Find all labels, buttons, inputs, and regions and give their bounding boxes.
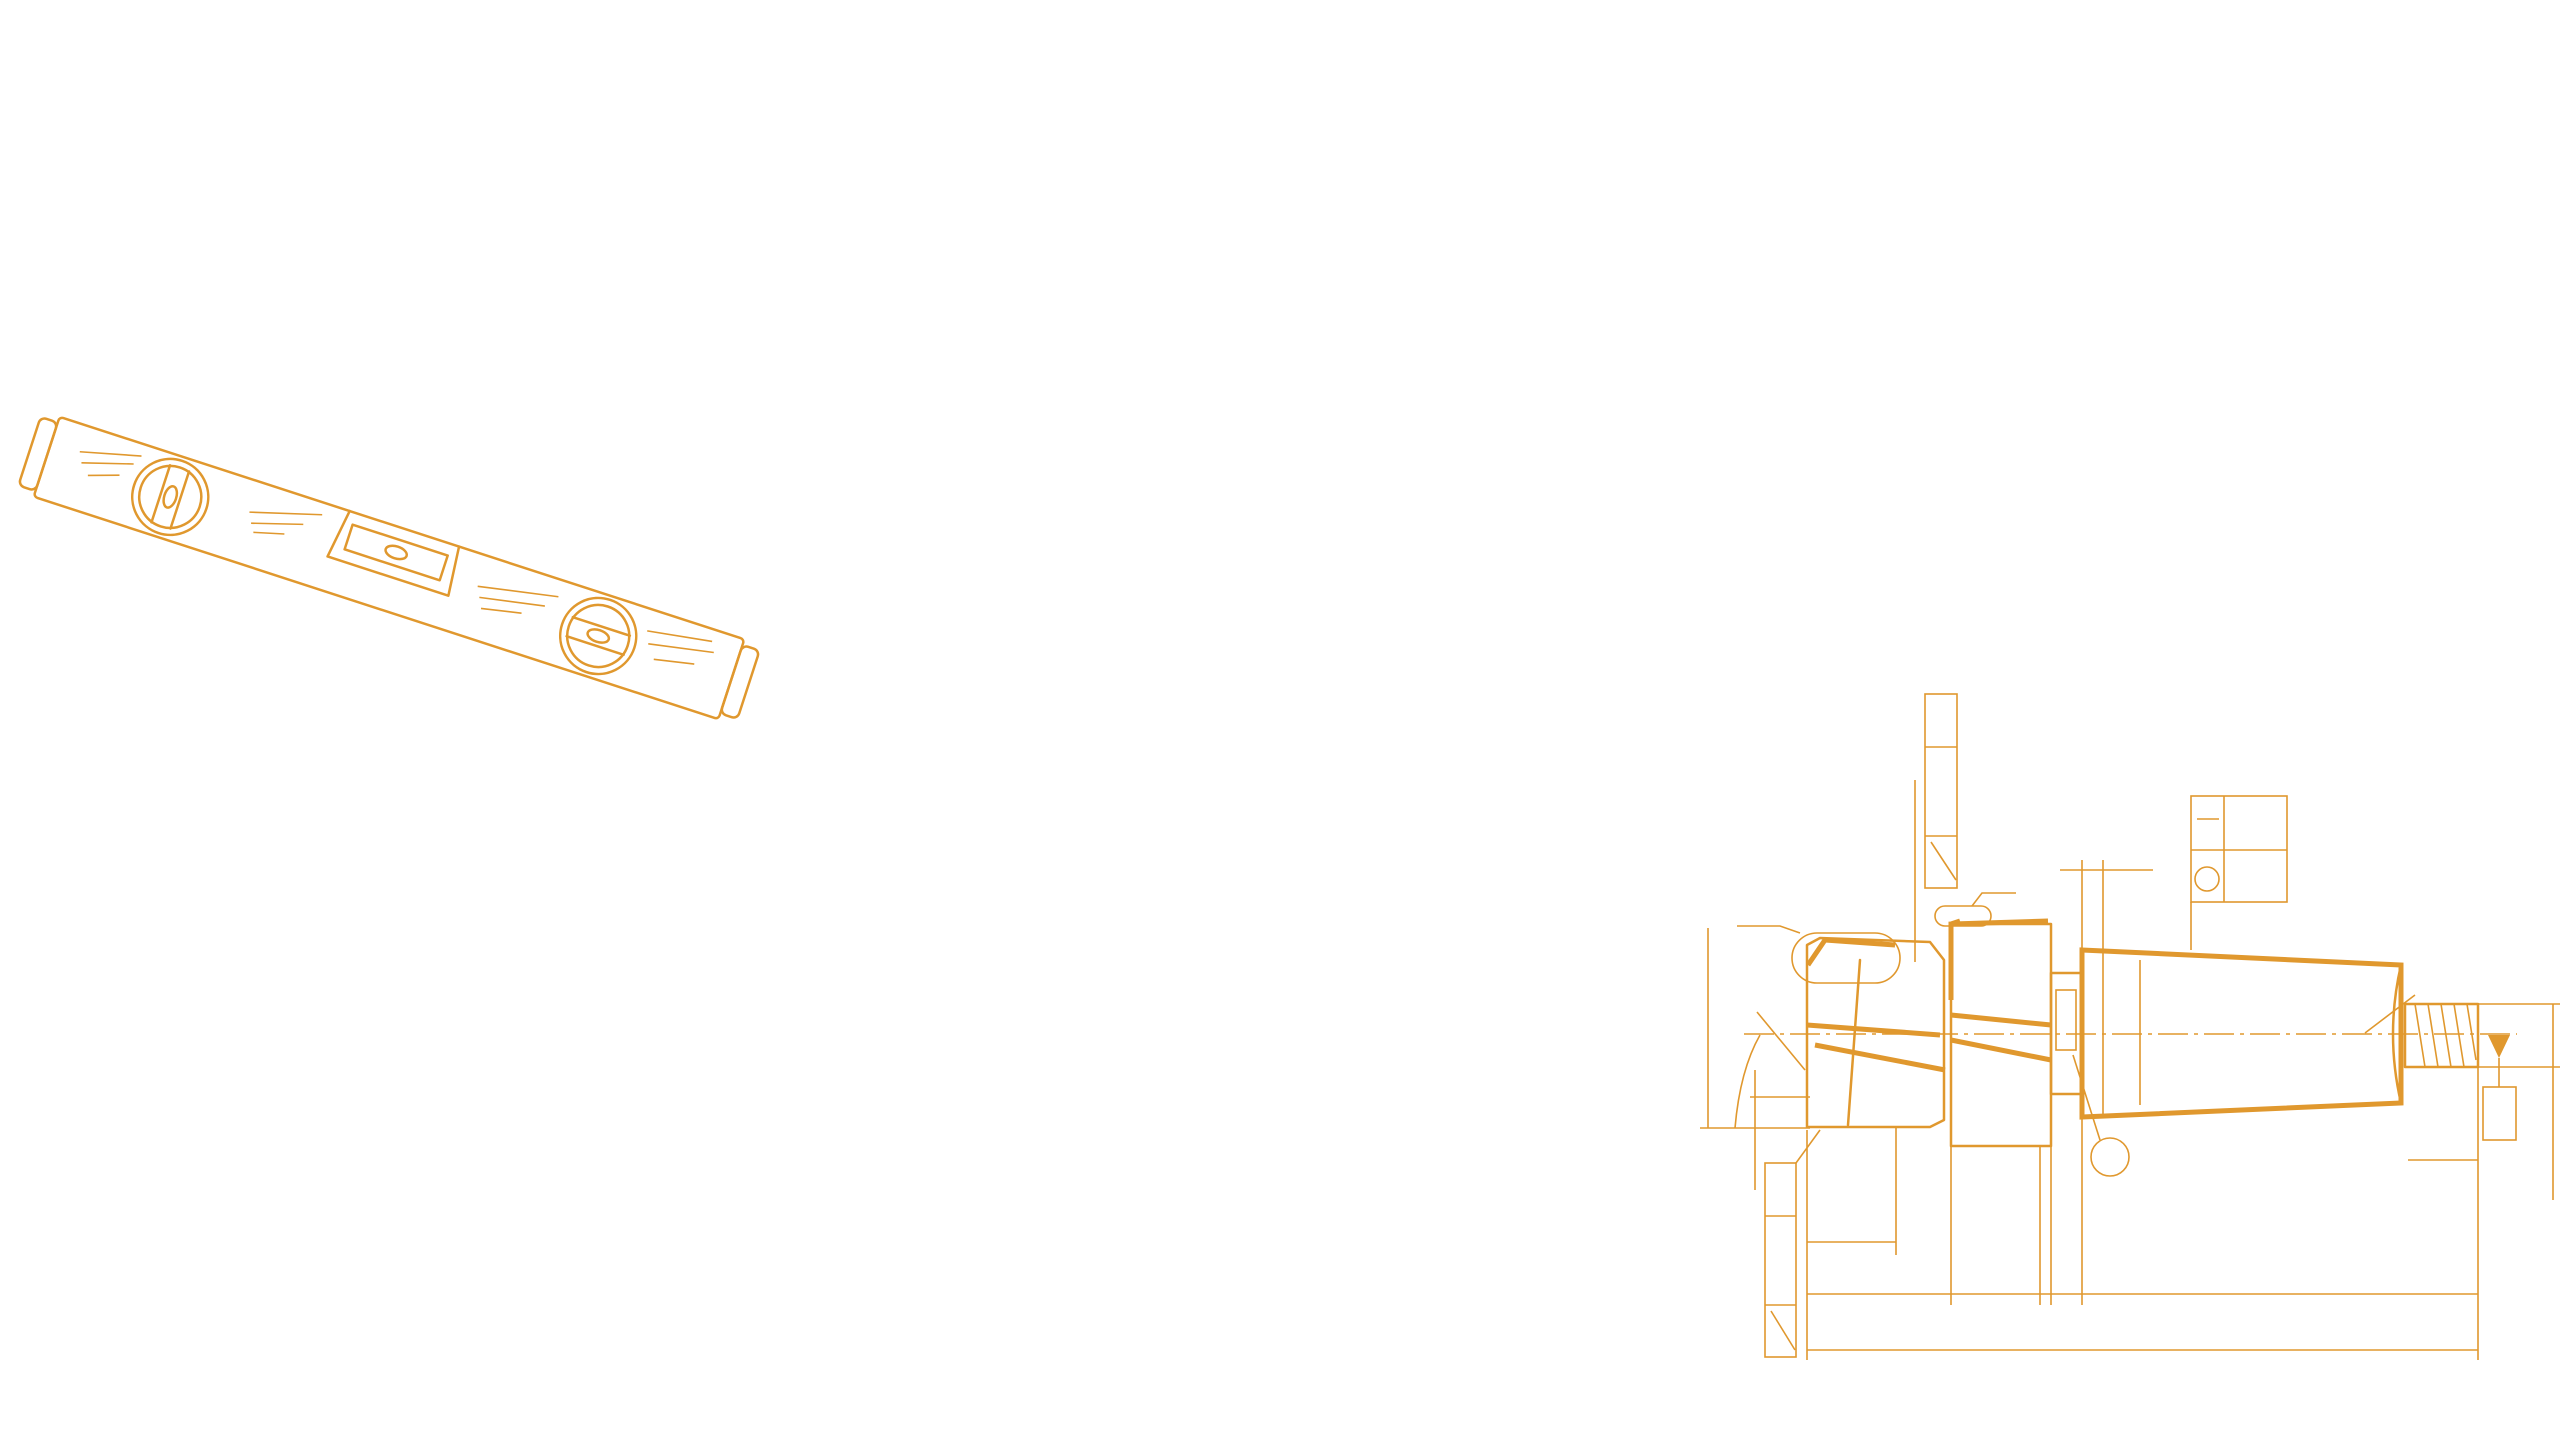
hatching-strokes [79,450,714,665]
nut [1949,922,2053,1148]
vial-circle-right [558,596,638,676]
nut-top [1948,918,2049,1000]
callout-balloon [1791,932,1901,984]
balloon-circle [2090,1137,2130,1177]
collet [1805,936,1946,1129]
datum-box-bottom [1764,1129,1821,1358]
datum-box-top [1914,693,1958,962]
dimension-lines [1700,860,2560,1360]
level-end-cap-right [720,645,760,719]
vial-circle-left [131,457,210,537]
feature-control-frame [2190,795,2288,950]
spirit-level-illustration [18,416,760,720]
vial-center [326,509,461,597]
level-end-cap-left [18,417,58,491]
tool-holder-drawing [1700,693,2560,1360]
level-body [33,416,745,720]
surface-finish-box [2482,1086,2517,1141]
datum-triangle-icon [2488,1035,2510,1058]
